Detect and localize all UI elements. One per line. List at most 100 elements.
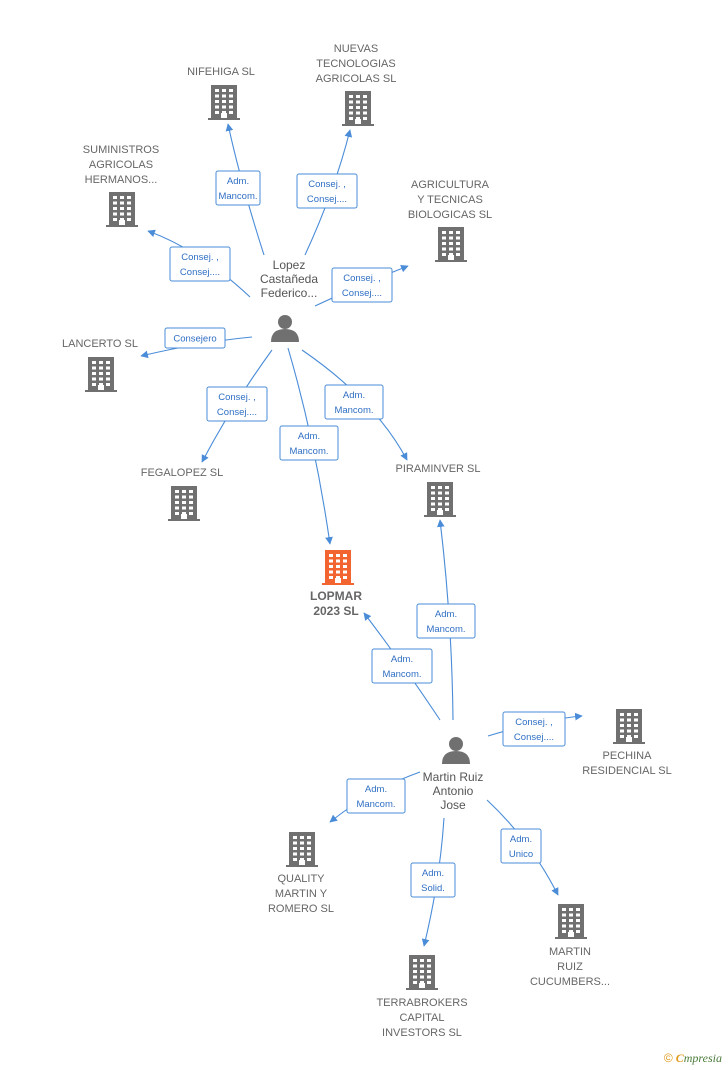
- node-label: AGRICOLAS: [89, 159, 153, 171]
- role-label-text: Mancom.: [289, 446, 328, 457]
- node-label: TECNOLOGIAS: [316, 58, 395, 70]
- edge-lopez-to-nuevas: Consej. , Consej....: [296, 129, 358, 256]
- node-lancerto[interactable]: LANCERTO SL: [62, 338, 138, 392]
- edge-martin-to-quality: Adm. Mancom.: [329, 771, 421, 823]
- role-label-text: Mancom.: [334, 405, 373, 416]
- node-piraminver[interactable]: PIRAMINVER SL: [396, 463, 481, 517]
- node-label: AGRICOLAS SL: [316, 73, 397, 85]
- node-suministros[interactable]: SUMINISTROS AGRICOLAS HERMANOS...: [83, 144, 159, 227]
- node-nifehiga[interactable]: NIFEHIGA SL: [187, 66, 255, 120]
- role-label-text: Consej. ,: [218, 392, 256, 403]
- role-label-text: Solid.: [421, 883, 445, 894]
- role-label[interactable]: Adm.Mancom.: [416, 603, 476, 639]
- role-label-text: Consej....: [217, 407, 257, 418]
- node-label: SUMINISTROS: [83, 144, 159, 156]
- role-label-text: Adm.: [365, 784, 387, 795]
- building-icon: [85, 357, 117, 392]
- role-label-text: Consej....: [307, 194, 347, 205]
- node-nuevas[interactable]: NUEVAS TECNOLOGIAS AGRICOLAS SL: [316, 43, 397, 126]
- building-icon: [424, 482, 456, 517]
- role-label-text: Mancom.: [218, 191, 257, 202]
- role-label[interactable]: Consejero: [164, 327, 226, 349]
- role-label[interactable]: Consej. ,Consej....: [331, 267, 393, 303]
- edge-martin-to-terrabrokers: Adm. Solid.: [410, 817, 456, 947]
- role-label-box: [331, 267, 393, 303]
- role-label-text: Adm.: [343, 390, 365, 401]
- role-label[interactable]: Consej. , Consej....: [169, 246, 231, 282]
- building-icon: [406, 955, 438, 990]
- building-icon: [286, 832, 318, 867]
- node-label: Antonio: [433, 784, 474, 798]
- role-label-box: [279, 425, 339, 461]
- building-icon: [555, 904, 587, 939]
- role-label-text: Consej. ,: [343, 273, 381, 284]
- node-label: HERMANOS...: [85, 174, 158, 186]
- node-label: LANCERTO SL: [62, 338, 138, 350]
- node-label: 2023 SL: [313, 604, 358, 618]
- role-label-box: [169, 246, 231, 282]
- edge-martin-to-piraminver: Adm.Mancom.: [416, 519, 476, 721]
- node-label: Martin Ruiz: [423, 770, 484, 784]
- role-label-text: Consej. ,: [308, 179, 346, 190]
- role-label[interactable]: Adm. Solid.: [410, 862, 456, 898]
- role-label-text: Unico: [509, 849, 533, 860]
- node-lopez[interactable]: LopezCastañedaFederico...: [260, 258, 318, 342]
- role-label-text: Adm.: [435, 609, 457, 620]
- person-icon: [442, 737, 470, 764]
- node-label: MARTIN: [549, 946, 591, 958]
- building-icon: [106, 192, 138, 227]
- node-martin_ruiz_cucumbers[interactable]: MARTINRUIZCUCUMBERS...: [530, 904, 610, 988]
- node-label: Jose: [440, 798, 466, 812]
- role-label[interactable]: Consej. ,Consej....: [502, 711, 566, 747]
- role-label-text: Adm.: [298, 431, 320, 442]
- role-label-box: [371, 648, 433, 684]
- role-label[interactable]: Adm.Mancom.: [215, 170, 261, 206]
- role-label[interactable]: Consej. , Consej....: [206, 386, 268, 422]
- role-label-text: Consejero: [173, 334, 216, 345]
- footer-brand: © Cmpresia: [664, 1051, 722, 1066]
- role-label-text: Adm.: [422, 868, 444, 879]
- node-label: NUEVAS: [334, 43, 378, 55]
- role-label-box: [410, 862, 456, 898]
- edge-lopez-to-nifehiga: Adm.Mancom.: [215, 123, 265, 256]
- node-label: LOPMAR: [310, 589, 362, 603]
- role-label-box: [416, 603, 476, 639]
- role-label[interactable]: Adm. Mancom.: [324, 384, 384, 420]
- role-label[interactable]: Adm. Mancom.: [279, 425, 339, 461]
- edge-layer: Adm. Mancom. Consej. , Consej.... Consej. , C…: [140, 123, 583, 947]
- node-label: TERRABROKERS: [376, 997, 467, 1009]
- node-label: NIFEHIGA SL: [187, 66, 255, 78]
- role-label-box: [324, 384, 384, 420]
- role-label[interactable]: Adm.Unico: [500, 828, 542, 864]
- role-label[interactable]: Adm. Mancom.: [346, 778, 406, 814]
- role-label-box: [215, 170, 261, 206]
- role-label-text: Mancom.: [382, 669, 421, 680]
- edge-lopez-to-fegalopez: Consej. , Consej....: [201, 349, 273, 463]
- edge-martin-to-lopmar: Adm.Mancom.: [363, 612, 441, 721]
- role-label-text: Mancom.: [356, 799, 395, 810]
- node-label: Lopez: [273, 258, 306, 272]
- role-label-text: Consej....: [180, 267, 220, 278]
- role-label[interactable]: Consej. , Consej....: [296, 173, 358, 209]
- role-label-text: Consej. ,: [515, 717, 553, 728]
- node-label: Federico...: [261, 286, 318, 300]
- node-label: Y TECNICAS: [417, 194, 483, 206]
- edge-lopez-to-suministros: Consej. , Consej....: [147, 229, 251, 298]
- edge-lopez-to-piraminver: Adm. Mancom.: [301, 349, 408, 461]
- node-label: QUALITY: [277, 873, 325, 885]
- building-icon: [613, 709, 645, 744]
- node-label: AGRICULTURA: [411, 179, 490, 191]
- edge-martin-to-pechina: Consej. ,Consej....: [487, 711, 583, 747]
- role-label-text: Consej. ,: [181, 252, 219, 263]
- node-label: ROMERO SL: [268, 903, 334, 915]
- node-fegalopez[interactable]: FEGALOPEZ SL: [141, 467, 224, 521]
- node-label: PECHINA: [603, 750, 653, 762]
- role-label[interactable]: Adm.Mancom.: [371, 648, 433, 684]
